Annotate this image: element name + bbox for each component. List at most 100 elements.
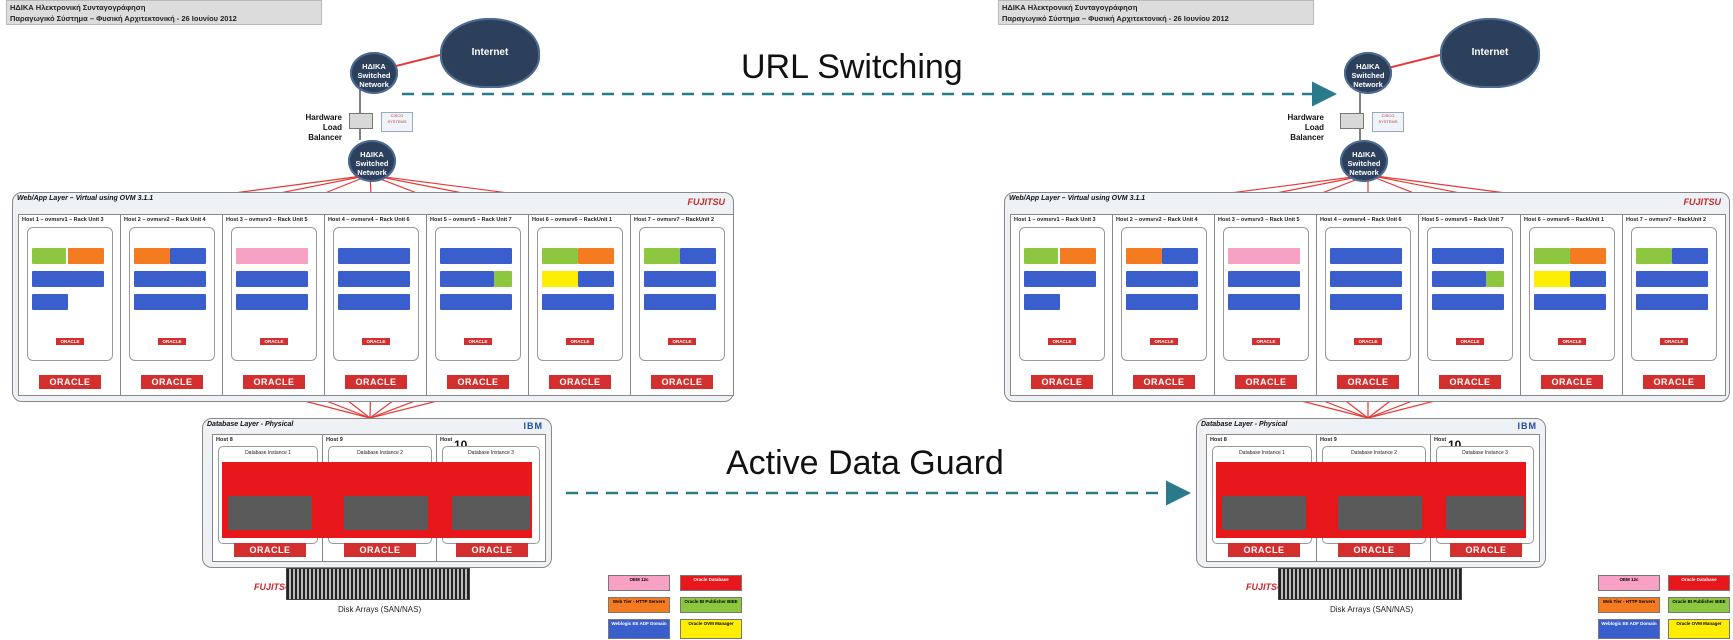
cisco-logo-icon: CISCO SYSTEMS [1372, 112, 1404, 132]
vm-row [134, 271, 206, 287]
web-host-6-label: Host 6 – ovmsrv6 – RackUnit 1 [1524, 217, 1605, 223]
fujitsu-logo: FUJITSU [1683, 197, 1721, 207]
vm-row [494, 271, 512, 287]
db-instance-2-label: Database Instance 2 [357, 450, 403, 456]
vm-row [170, 248, 206, 264]
storage-fujitsu-logo: FUJITSU [254, 582, 292, 592]
db-server-block [228, 496, 312, 530]
database-layer-title: Database Layer - Physical [207, 421, 294, 428]
vm-row [1570, 271, 1606, 287]
vm-row [1126, 248, 1162, 264]
oracle-logo: ORACLE [456, 543, 528, 557]
db-instance-1-label: Database Instance 1 [245, 450, 291, 456]
oracle-logo: ORACLE [1439, 375, 1501, 389]
web-host-6-server: ORACLE [537, 227, 623, 361]
vm-row [1636, 294, 1708, 310]
diagram-header: ΗΔΙΚΑ Ηλεκτρονική Συνταγογράφηση Παραγωγ… [6, 0, 322, 25]
oracle-logo: ORACLE [344, 543, 416, 557]
load-balancer-device-icon [1340, 113, 1364, 129]
vm-row [1330, 271, 1402, 287]
web-host-1-server: ORACLE [27, 227, 113, 361]
load-balancer-label: Hardware Load Balancer [1278, 113, 1324, 143]
legend-weblogic: Weblogic EE ADF Domain [1598, 619, 1660, 639]
vm-row [1636, 271, 1708, 287]
diagram-header: ΗΔΙΚΑ Ηλεκτρονική Συνταγογράφηση Παραγωγ… [998, 0, 1314, 25]
db-host-8-label: Host 8 [1210, 437, 1227, 443]
load-balancer-line-2: Load Balancer [308, 123, 342, 142]
web-app-layer-title: Web/App Layer – Virtual using OVM 3.1.1 [17, 195, 154, 202]
switched-network-bottom-label: ΗΔΙΚΑ Switched Network [1347, 150, 1381, 177]
mini-oracle-logo: ORACLE [1048, 338, 1076, 345]
web-host-3-label: Host 3 – ovmsrv3 – Rack Unit 5 [226, 217, 308, 223]
web-host-1: Host 1 – ovmsrv1 – Rack Unit 3 ORACLE OR… [1010, 214, 1114, 396]
db-server-block [1446, 496, 1524, 530]
legend-oracle-database: Oracle Database [1668, 575, 1730, 591]
mini-oracle-logo: ORACLE [464, 338, 492, 345]
web-host-7-server: ORACLE [639, 227, 725, 361]
db-server-block [1338, 496, 1422, 530]
ibm-logo: IBM [1517, 421, 1537, 431]
cisco-logo-text: CISCO SYSTEMS [387, 113, 407, 124]
vm-row [542, 271, 578, 287]
db-host-9-label: Host 9 [326, 437, 343, 443]
web-host-5-label: Host 5 – ovmsrv5 – Rack Unit 7 [1422, 217, 1504, 223]
web-host-3: Host 3 – ovmsrv3 – Rack Unit 5 ORACLE OR… [1214, 214, 1318, 396]
header-line-1: ΗΔΙΚΑ Ηλεκτρονική Συνταγογράφηση [10, 3, 146, 12]
internet-label: Internet [1471, 47, 1509, 58]
vm-row [236, 271, 308, 287]
ibm-logo: IBM [523, 421, 543, 431]
vm-row [1432, 271, 1486, 287]
web-host-6-label: Host 6 – ovmsrv6 – RackUnit 1 [532, 217, 613, 223]
legend-bi-publisher: Oracle BI Publisher BIEE [1668, 597, 1730, 613]
mini-oracle-logo: ORACLE [1660, 338, 1688, 345]
header-line-2: Παραγωγικό Σύστημα – Φυσική Αρχιτεκτονικ… [10, 14, 237, 23]
vm-row [1636, 248, 1672, 264]
load-balancer-line-1: Hardware [1287, 113, 1324, 122]
web-host-7: Host 7 – ovmsrv7 – RackUnit 2 ORACLE ORA… [1622, 214, 1726, 396]
storage-fujitsu-logo: FUJITSU [1246, 582, 1284, 592]
db-host-9-label: Host 9 [1320, 437, 1337, 443]
web-host-3-server: ORACLE [1223, 227, 1309, 361]
oracle-logo: ORACLE [39, 375, 101, 389]
vm-row [1330, 248, 1402, 264]
web-host-2-server: ORACLE [129, 227, 215, 361]
web-app-layer-title: Web/App Layer – Virtual using OVM 3.1.1 [1009, 195, 1146, 202]
mini-oracle-logo: ORACLE [158, 338, 186, 345]
web-host-2: Host 2 – ovmsrv2 – Rack Unit 4 ORACLE OR… [120, 214, 224, 396]
vm-row [440, 271, 494, 287]
web-host-5-label: Host 5 – ovmsrv5 – Rack Unit 7 [430, 217, 512, 223]
load-balancer-line-2: Load Balancer [1290, 123, 1324, 142]
db-host-8-label: Host 8 [216, 437, 233, 443]
web-host-7: Host 7 – ovmsrv7 – RackUnit 2 ORACLE ORA… [630, 214, 734, 396]
web-host-4-label: Host 4 – ovmsrv4 – Rack Unit 6 [328, 217, 410, 223]
vm-row [1486, 271, 1504, 287]
db-instance-1-label: Database Instance 1 [1239, 450, 1285, 456]
vm-row [338, 294, 410, 310]
url-switching-label: URL Switching [741, 48, 963, 86]
vm-row [134, 248, 170, 264]
web-host-7-label: Host 7 – ovmsrv7 – RackUnit 2 [1626, 217, 1707, 223]
oracle-logo: ORACLE [1643, 375, 1705, 389]
web-host-5-server: ORACLE [435, 227, 521, 361]
standby-site-diagram: ΗΔΙΚΑ Ηλεκτρονική Συνταγογράφηση Παραγωγ… [992, 0, 1732, 640]
web-host-5: Host 5 – ovmsrv5 – Rack Unit 7 ORACLE OR… [1418, 214, 1522, 396]
oracle-logo: ORACLE [1338, 543, 1410, 557]
mini-oracle-logo: ORACLE [1150, 338, 1178, 345]
vm-row [1162, 248, 1198, 264]
vm-row [1228, 271, 1300, 287]
web-host-2: Host 2 – ovmsrv2 – Rack Unit 4 ORACLE OR… [1112, 214, 1216, 396]
vm-row [32, 271, 104, 287]
load-balancer-device-icon [349, 113, 373, 129]
vm-row [1126, 271, 1198, 287]
switched-network-top-label: ΗΔΙΚΑ Switched Network [1351, 62, 1385, 89]
web-host-4-server: ORACLE [333, 227, 419, 361]
mini-oracle-logo: ORACLE [56, 338, 84, 345]
vm-row [644, 271, 716, 287]
header-line-2: Παραγωγικό Σύστημα – Φυσική Αρχιτεκτονικ… [1002, 14, 1229, 23]
db-host-10-label: Host [1434, 437, 1447, 443]
switched-network-top-cloud-icon: ΗΔΙΚΑ Switched Network [350, 52, 398, 94]
web-host-1-label: Host 1 – ovmsrv1 – Rack Unit 3 [1014, 217, 1096, 223]
vm-row [1228, 248, 1300, 264]
switched-network-bottom-label: ΗΔΙΚΑ Switched Network [355, 150, 389, 177]
